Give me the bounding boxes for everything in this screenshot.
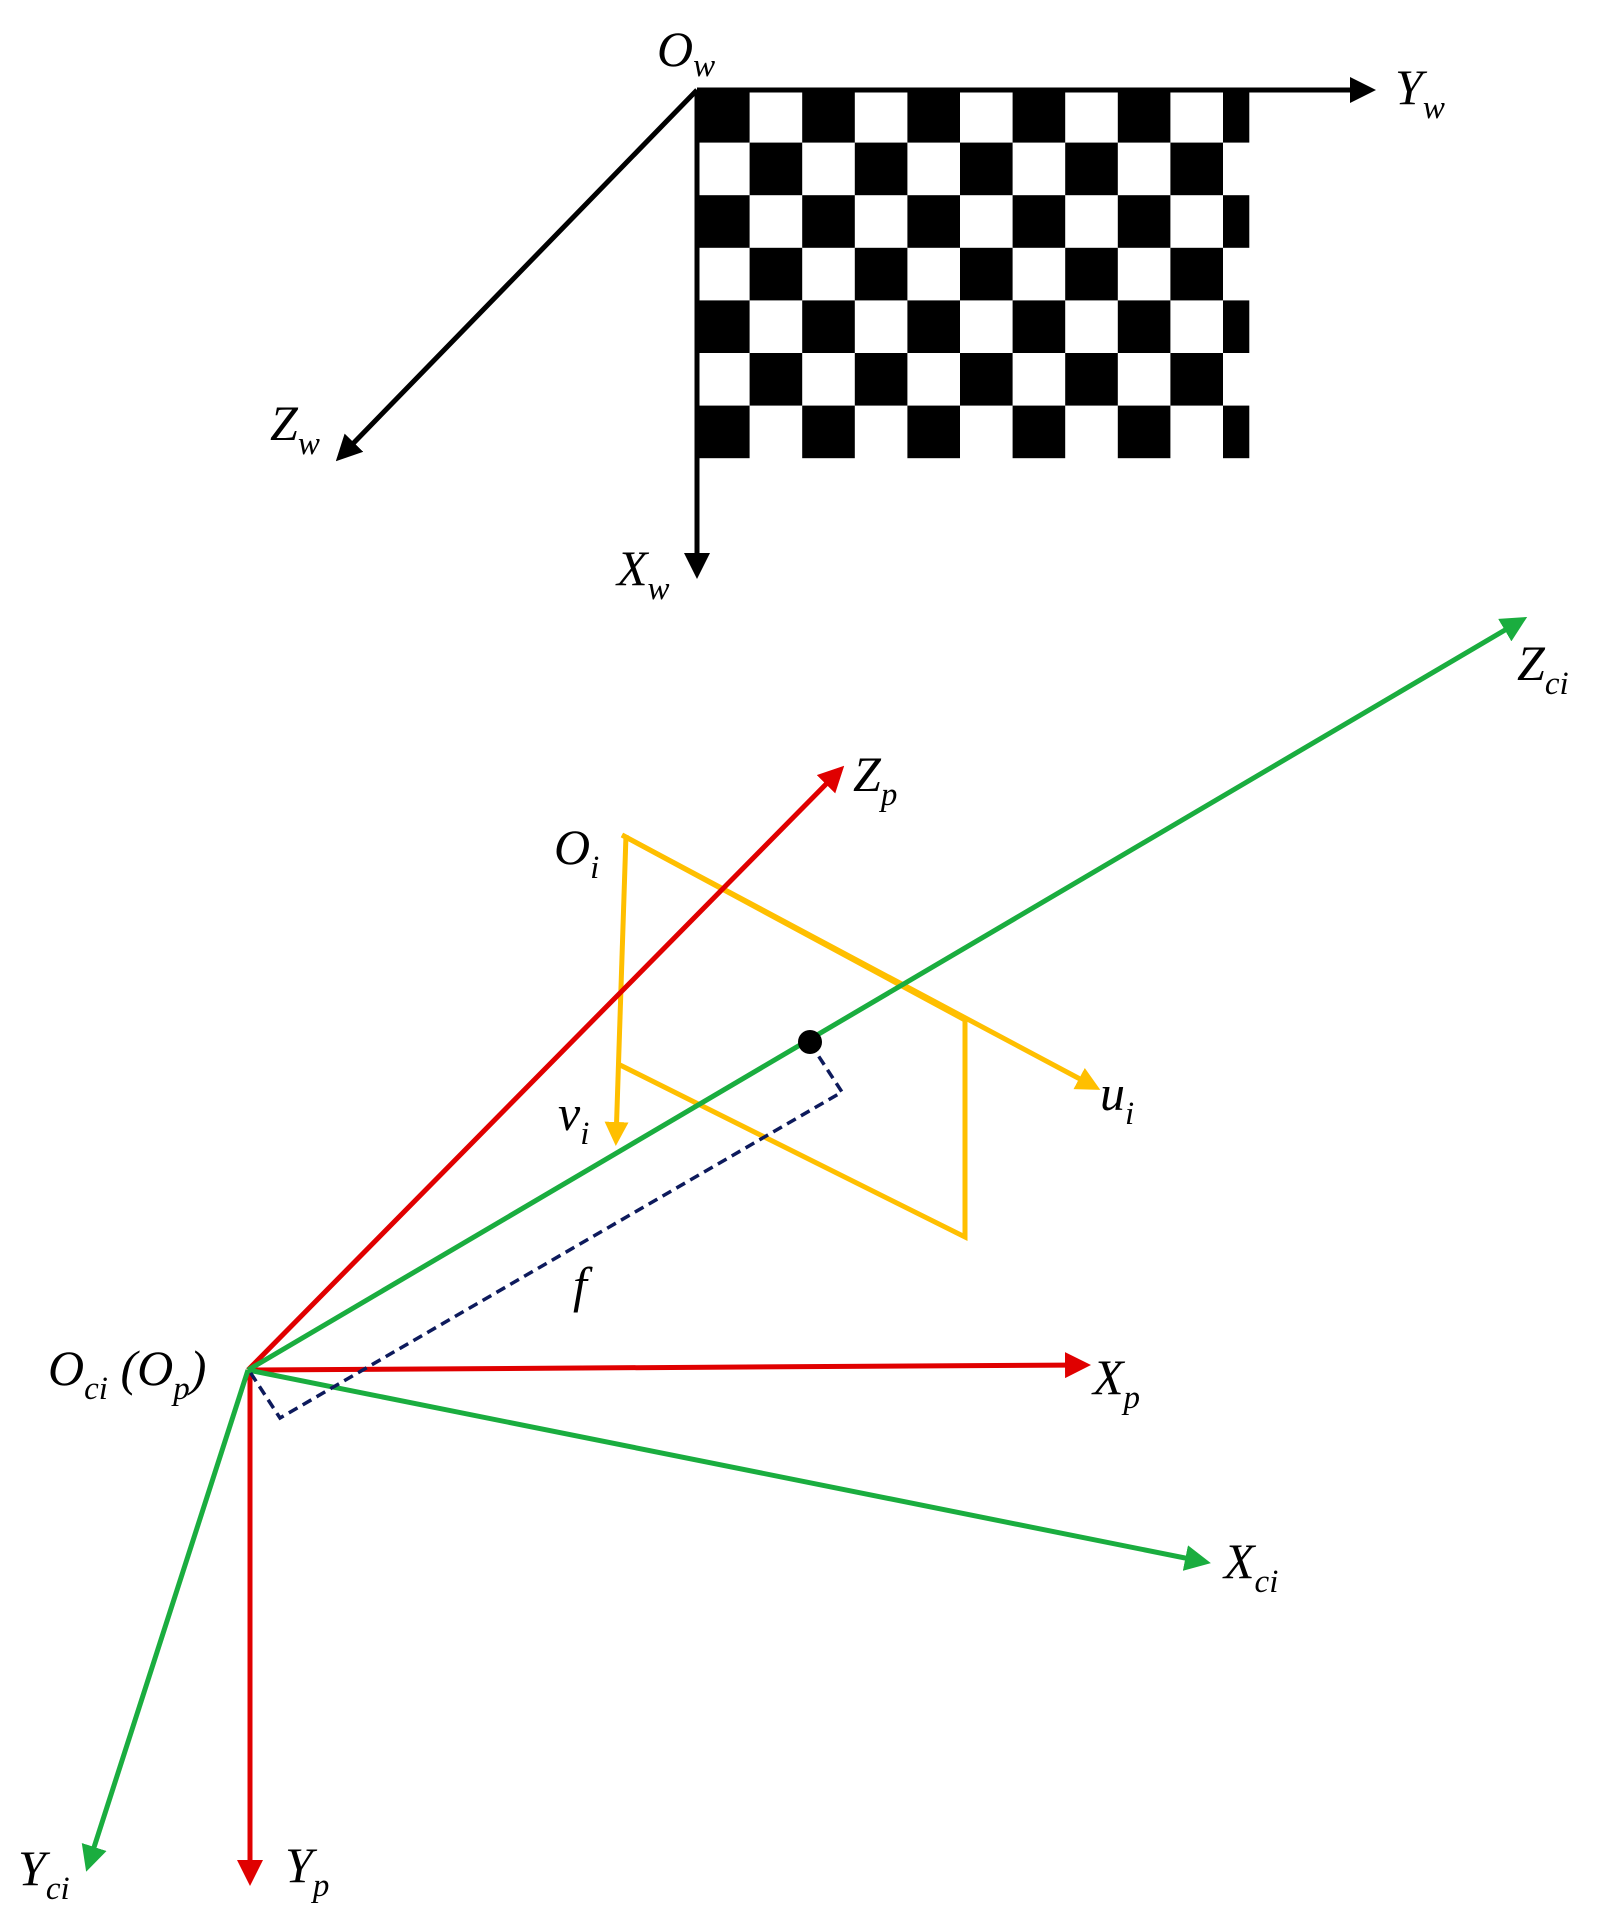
checker-square xyxy=(1170,142,1223,196)
camera-y-axis xyxy=(81,1369,251,1872)
focal-length-dimension xyxy=(248,1042,845,1421)
checker-square xyxy=(1117,195,1171,248)
label-xp: Xp xyxy=(1091,1349,1140,1416)
checker-square xyxy=(1170,353,1223,406)
label-zw: Zw xyxy=(270,395,320,462)
label-oci-op: Oci (Op) xyxy=(48,1340,206,1407)
checker-square xyxy=(1012,405,1066,459)
checker-square xyxy=(749,247,803,301)
world-axes xyxy=(335,77,1376,579)
label-yp: Yp xyxy=(285,1837,329,1904)
checker-square xyxy=(1117,90,1171,143)
checker-square xyxy=(907,195,960,248)
label-zci: Zci xyxy=(1517,635,1569,702)
checker-square xyxy=(1065,142,1118,196)
label-ow: Ow xyxy=(657,21,715,84)
principal-point xyxy=(798,1030,822,1054)
label-ui: ui xyxy=(1100,1065,1134,1132)
checker-square xyxy=(697,195,750,248)
checker-square xyxy=(960,142,1013,196)
checker-square xyxy=(960,247,1013,301)
label-yci: Yci xyxy=(18,1840,70,1907)
checker-square xyxy=(1012,90,1066,143)
label-yw: Yw xyxy=(1395,59,1445,126)
world-z-axis xyxy=(335,88,699,462)
checker-square xyxy=(907,405,960,459)
checker-square xyxy=(1065,353,1118,406)
camera-x-axis xyxy=(247,1367,1211,1571)
checker-square xyxy=(802,195,855,248)
checker-square xyxy=(697,90,750,143)
checker-square xyxy=(802,90,855,143)
camera-z-axis xyxy=(246,616,1528,1373)
checker-square xyxy=(907,300,960,353)
camera-axes xyxy=(81,616,1528,1872)
checker-square xyxy=(854,353,908,406)
image-u-axis xyxy=(620,832,1101,1090)
checker-square xyxy=(1012,300,1066,353)
checker-square xyxy=(1223,195,1250,248)
checker-square xyxy=(854,142,908,196)
checker-square xyxy=(802,405,855,459)
projector-x-axis xyxy=(247,1352,1091,1379)
image-plane xyxy=(604,832,1101,1242)
projector-axes xyxy=(237,765,1091,1886)
checker-square xyxy=(697,300,750,353)
checker-square xyxy=(854,247,908,301)
image-v-axis xyxy=(604,834,629,1146)
projector-z-axis xyxy=(246,765,845,1372)
label-xw: Xw xyxy=(615,540,670,607)
label-focal-length: f xyxy=(573,1257,593,1313)
checker-square xyxy=(907,90,960,143)
checker-square xyxy=(749,353,803,406)
checker-square xyxy=(1223,90,1250,143)
label-xci: Xci xyxy=(1222,1533,1278,1600)
checker-square xyxy=(1012,195,1066,248)
checker-square xyxy=(749,142,803,196)
checker-square xyxy=(697,405,750,459)
checker-square xyxy=(1065,247,1118,301)
label-zp: Zp xyxy=(853,746,897,813)
checker-square xyxy=(802,300,855,353)
image-plane-outline xyxy=(616,832,968,1242)
label-vi: vi xyxy=(558,1085,589,1152)
checker-square xyxy=(1170,247,1223,301)
checker-square xyxy=(960,353,1013,406)
checker-square xyxy=(1117,405,1171,459)
checker-square xyxy=(1117,300,1171,353)
checker-square xyxy=(1223,300,1250,353)
checker-square xyxy=(1223,405,1250,459)
label-oi: Oi xyxy=(554,819,599,886)
checkerboard xyxy=(697,90,1250,459)
